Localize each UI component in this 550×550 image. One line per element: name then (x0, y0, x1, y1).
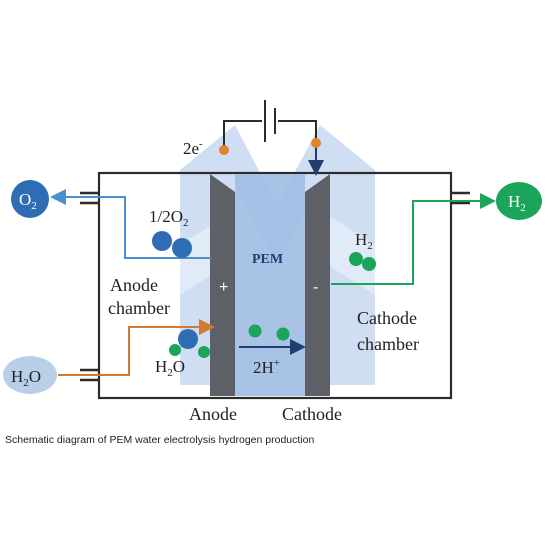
proton-dots (248, 324, 290, 341)
electrolysis-cell (97, 171, 453, 400)
o2-badge (11, 180, 49, 218)
protons-label: 2H+ (253, 357, 280, 377)
h2o-inlet-line (58, 319, 215, 376)
anode-chamber-label: Anode chamber (108, 275, 170, 318)
h2-cathode-label: H2 (355, 230, 373, 252)
h2o-anode-label: H2O (155, 357, 185, 379)
plus-sign: + (219, 279, 228, 296)
pem-membrane (235, 174, 305, 396)
h2-outlet-label: H2 (508, 192, 526, 214)
cathode-chamber-label: Cathode chamber (357, 308, 422, 354)
h2o-inlet-port (80, 368, 99, 382)
anode-electrode (210, 174, 235, 396)
pem-label: PEM (252, 252, 283, 267)
h2-outlet-port (451, 191, 470, 205)
pem-diagram: 2e- O2 H2 H2O 1/2O2 Anode chamber (3, 100, 542, 424)
cathode-electrode (305, 174, 330, 396)
electron-dot-cathode (311, 138, 321, 148)
water-molecule (169, 329, 210, 358)
anode-label: Anode (189, 404, 237, 424)
figure-caption: Schematic diagram of PEM water electroly… (5, 434, 315, 446)
electrons-label: 2e- (183, 138, 203, 158)
electron-dot-anode (219, 145, 229, 155)
minus-sign: - (313, 279, 318, 296)
o2-label: O2 (19, 190, 37, 212)
h2o-badge (3, 356, 57, 394)
half-o2-label: 1/2O2 (149, 207, 189, 229)
h2o-inlet-label: H2O (11, 367, 41, 389)
h2-badge (496, 182, 542, 220)
hydrogen-molecule (349, 252, 376, 271)
o2-outlet-line (50, 189, 211, 259)
oxygen-molecule (152, 231, 192, 258)
o2-outlet-port (80, 191, 99, 205)
cathode-label: Cathode (282, 404, 342, 424)
h2-outlet-line (331, 193, 496, 285)
